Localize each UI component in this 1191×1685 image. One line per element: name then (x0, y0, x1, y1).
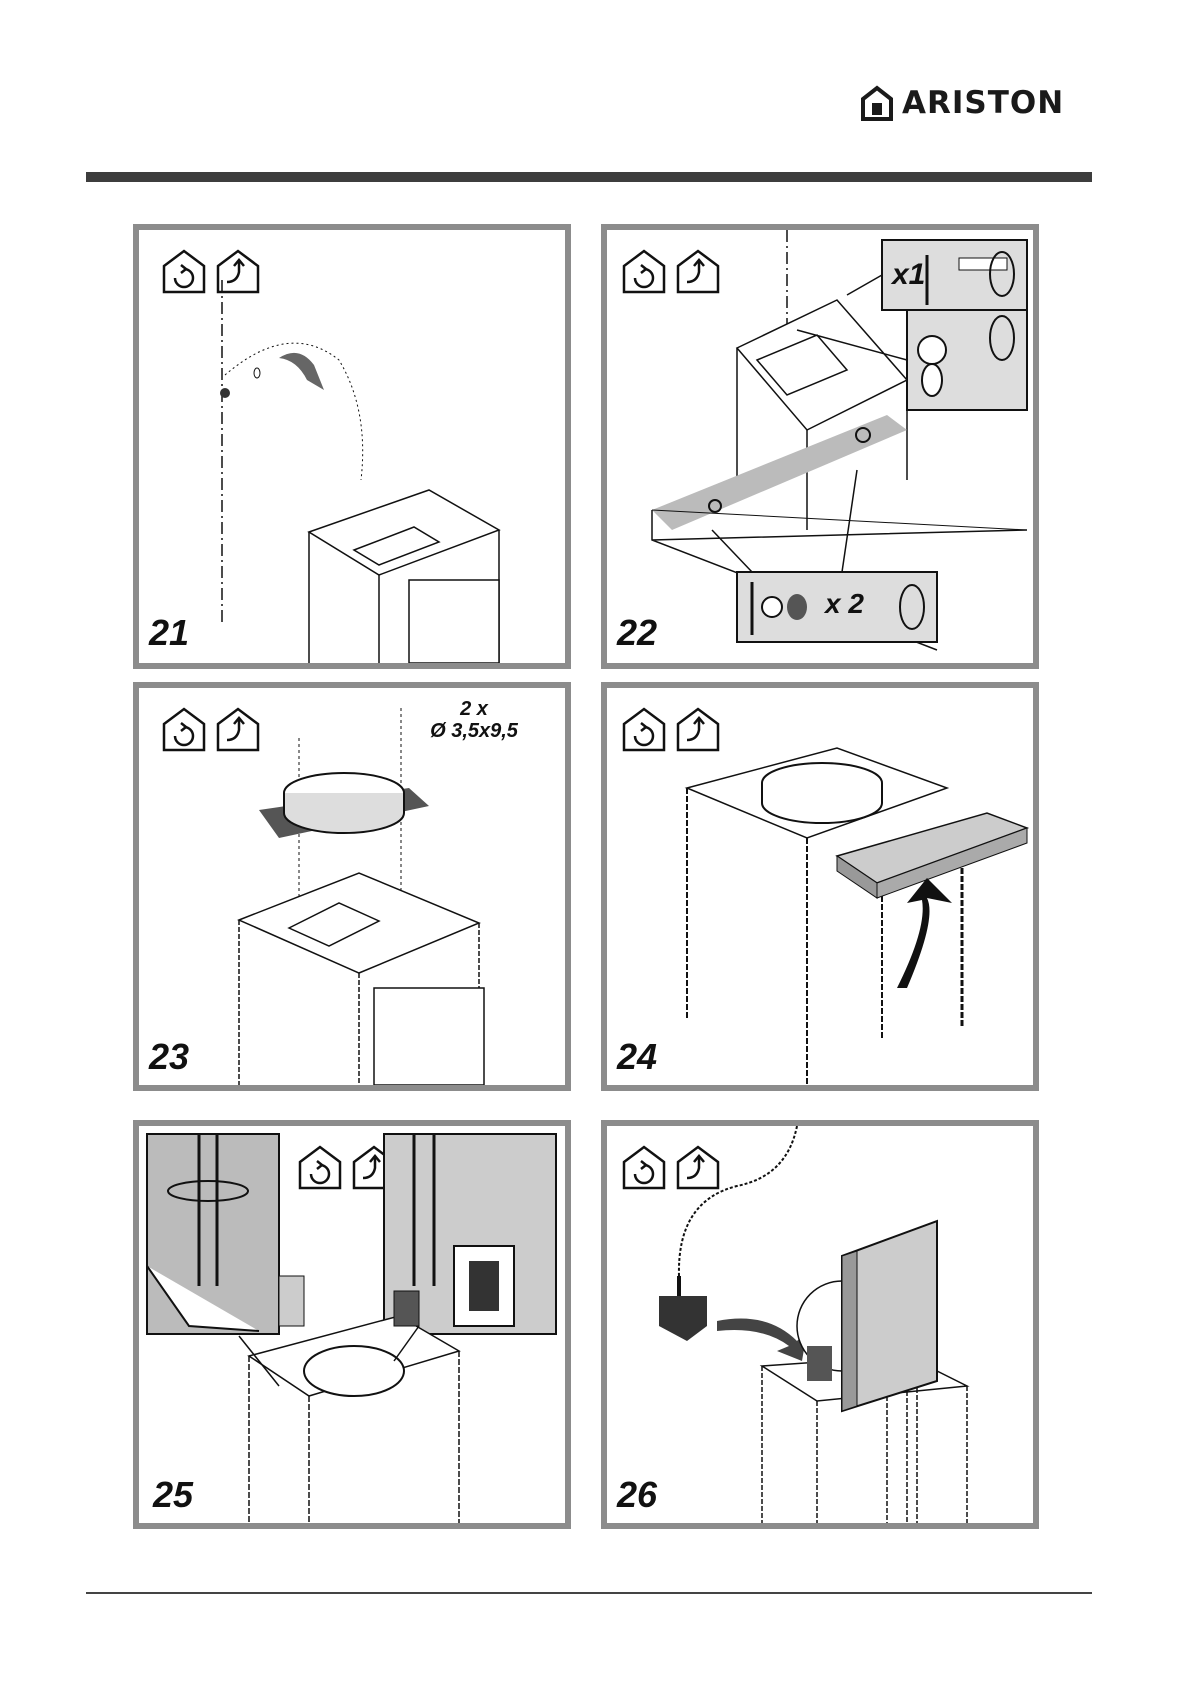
screw-spec-count: 2 x (409, 698, 539, 720)
step-24-panel: 24 (601, 682, 1039, 1091)
house-logo-icon (860, 85, 894, 121)
step-22-illustration (607, 230, 1033, 663)
step-number: 25 (153, 1474, 193, 1516)
footer-rule (86, 1592, 1092, 1594)
step-25-illustration (139, 1126, 565, 1523)
step-23-panel: 2 x Ø 3,5x9,5 23 (133, 682, 571, 1091)
step-number: 21 (149, 612, 189, 654)
step-21-panel: 21 (133, 224, 571, 669)
step-24-illustration (607, 688, 1033, 1085)
screw-count-bottom: x 2 (825, 588, 864, 620)
step-22-panel: x1 x 2 22 (601, 224, 1039, 669)
screw-count-top: x1 (892, 258, 925, 292)
screw-spec-size: Ø 3,5x9,5 (409, 720, 539, 742)
step-21-illustration (139, 230, 565, 663)
step-26-illustration (607, 1126, 1033, 1523)
step-number: 24 (617, 1036, 657, 1078)
step-number: 26 (617, 1474, 657, 1516)
step-26-panel: 26 (601, 1120, 1039, 1529)
header-rule (86, 172, 1092, 182)
step-23-illustration (139, 688, 565, 1085)
step-number: 22 (617, 612, 657, 654)
step-number: 23 (149, 1036, 189, 1078)
step-25-panel: 25 (133, 1120, 571, 1529)
brand-name: ARISTON (902, 85, 1064, 121)
screw-spec: 2 x Ø 3,5x9,5 (409, 698, 539, 742)
brand-logo: ARISTON (860, 85, 1064, 121)
